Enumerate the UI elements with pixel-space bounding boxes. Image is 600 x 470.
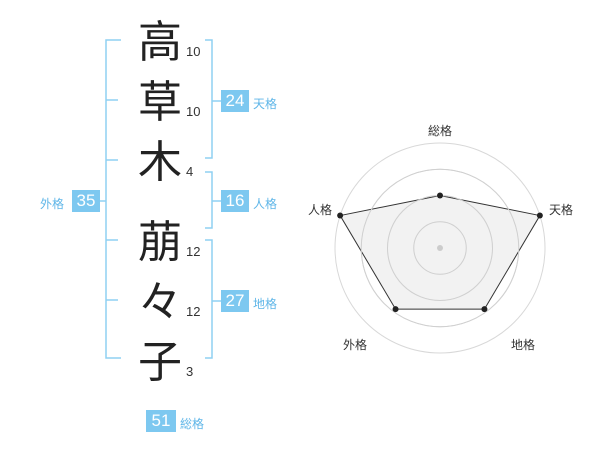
radar-axis-label-chikaku: 地格 [511, 338, 536, 352]
name-char-2: 草 [138, 77, 182, 128]
name-char-4: 萠 [138, 217, 182, 268]
radar-axis-label-tenkaku: 天格 [549, 203, 574, 217]
radar-axis-label-jinkaku: 人格 [308, 203, 333, 217]
radar-axis-label-gaikaku: 外格 [343, 338, 368, 352]
radar-center-dot [437, 245, 443, 251]
radar-point-2 [536, 212, 543, 219]
gaikaku-bracket [105, 39, 121, 359]
name-char-5: 々 [138, 277, 182, 328]
stroke-count-5: 12 [186, 304, 201, 319]
radar-axis-label-soukaku: 総格 [428, 124, 453, 138]
chikaku-label: 地格 [253, 297, 278, 311]
stroke-count-3: 4 [186, 164, 194, 179]
radar-ring-overlay-3 [360, 168, 520, 328]
jinkaku-label: 人格 [253, 197, 278, 211]
jinkaku-bracket [205, 171, 213, 229]
chikaku-value: 27 [221, 290, 249, 312]
tenkaku-value: 24 [221, 90, 249, 112]
tenkaku-bracket [205, 39, 213, 159]
radar-point-4 [392, 306, 399, 313]
tenkaku-label: 天格 [253, 97, 278, 111]
soukaku-value: 51 [146, 410, 176, 432]
radar-point-1 [437, 192, 443, 199]
radar-value-polygon [339, 194, 541, 310]
name-char-1: 高 [138, 17, 182, 68]
radar-point-5 [337, 212, 344, 219]
name-char-3: 木 [138, 137, 182, 188]
gaikaku-value: 35 [72, 190, 100, 212]
soukaku-label: 総格 [180, 417, 205, 431]
stroke-count-6: 3 [186, 364, 194, 379]
stroke-count-4: 12 [186, 244, 201, 259]
chikaku-bracket [205, 239, 213, 359]
radar-ring-overlay-1 [413, 221, 467, 275]
stroke-count-2: 10 [186, 104, 201, 119]
stroke-count-1: 10 [186, 44, 201, 59]
name-char-6: 子 [138, 337, 182, 388]
radar-ring-4 [334, 142, 546, 354]
radar-point-3 [481, 306, 488, 313]
jinkaku-value: 16 [221, 190, 249, 212]
gaikaku-label: 外格 [40, 197, 65, 211]
